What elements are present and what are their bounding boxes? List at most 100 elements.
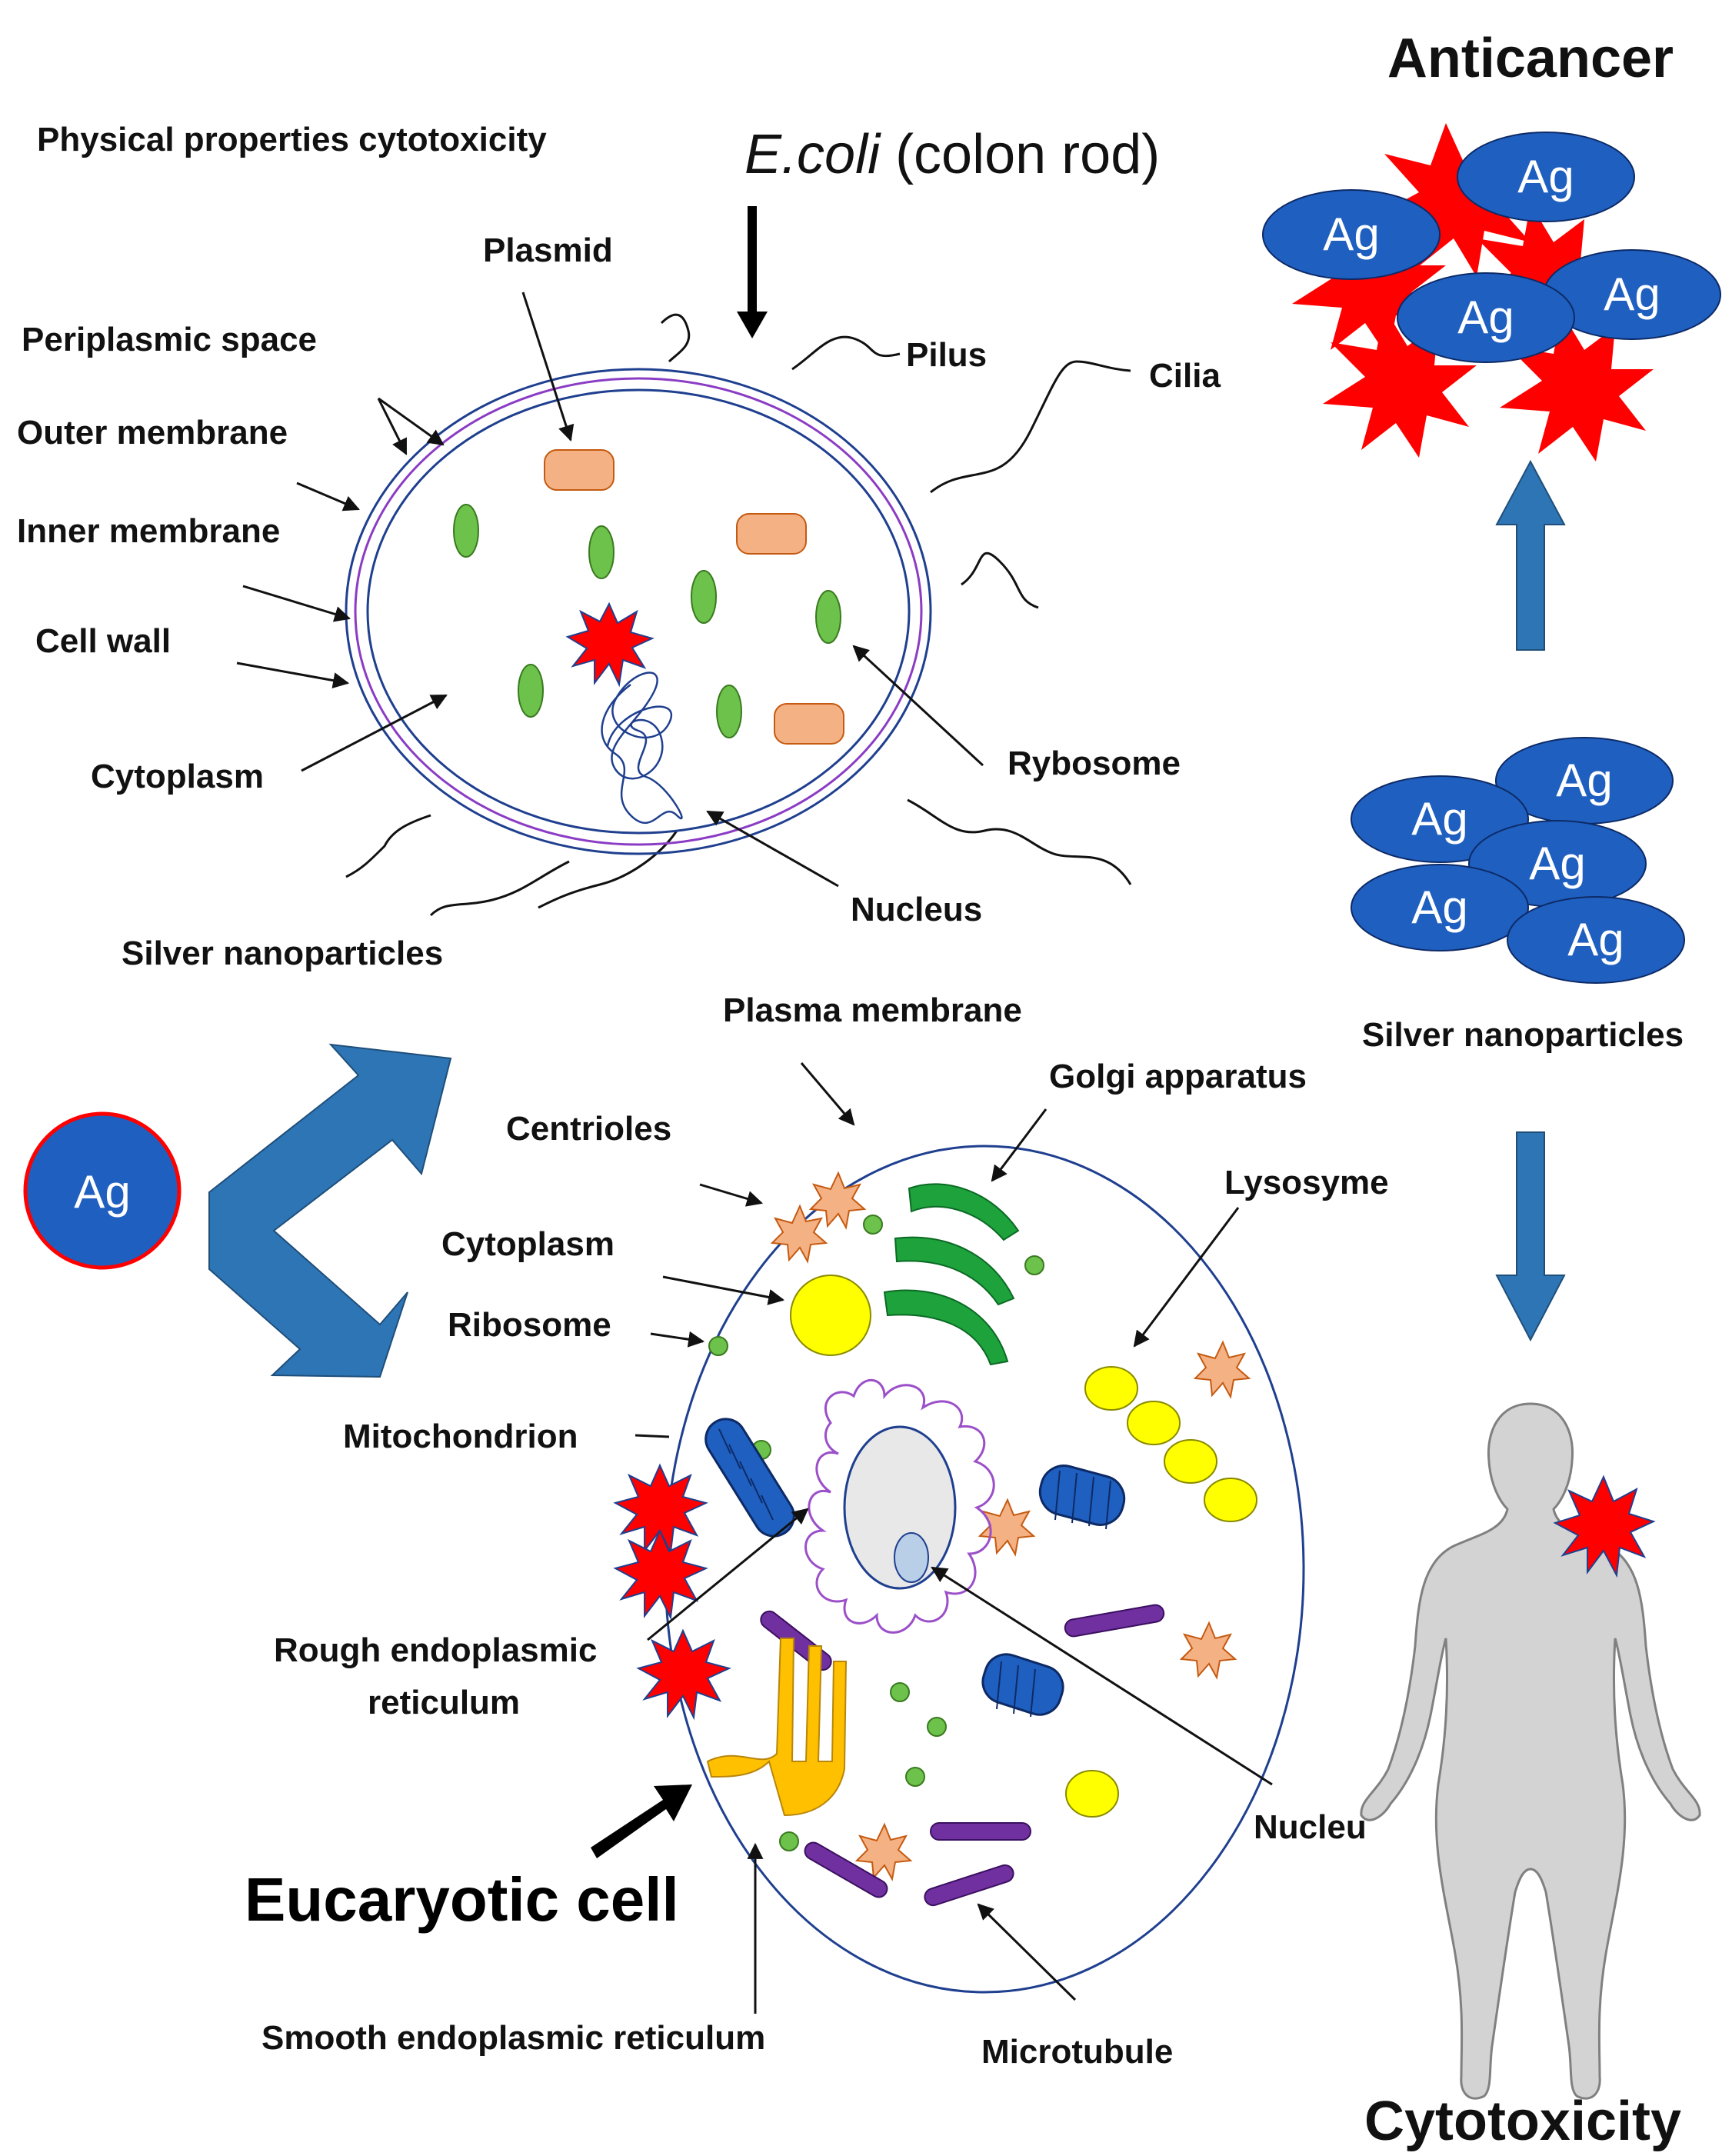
label-golgi: Golgi apparatus	[1049, 1058, 1307, 1095]
label-outer-membrane: Outer membrane	[17, 414, 288, 452]
bacterial-ribosome	[518, 664, 544, 718]
label-cytoplasm-euk: Cytoplasm	[441, 1225, 615, 1263]
np-ag-ellipse	[1507, 896, 1685, 984]
bacterial-ribosome	[691, 570, 717, 624]
label-silver-nanoparticles-left: Silver nanoparticles	[122, 935, 443, 972]
np-ag-ellipse	[1351, 864, 1529, 951]
silver-burst	[565, 601, 654, 688]
bacterial-nucleoid	[601, 671, 683, 825]
label-centrioles: Centrioles	[506, 1110, 671, 1148]
cilia-strand-4	[907, 798, 1132, 885]
silver-nanoparticle-group: Ag Ag Ag Ag Ag	[1351, 737, 1685, 984]
inner-membrane-leader	[242, 585, 351, 622]
smooth-er	[706, 1638, 848, 1817]
branch-arrow	[208, 1043, 452, 1378]
silver-burst	[636, 1628, 731, 1721]
label-periplasmic-space: Periplasmic space	[22, 321, 317, 358]
pilus-strand	[791, 335, 901, 371]
label-pilus: Pilus	[906, 336, 987, 374]
label-ribosome-euk: Ribosome	[448, 1306, 611, 1344]
golgi-leader	[991, 1108, 1048, 1182]
np-ag-label: Ag	[1567, 914, 1624, 965]
peroxisome-star	[1179, 1621, 1237, 1680]
rough-er-leader	[647, 1508, 809, 1641]
label-rough-er-2: reticulum	[368, 1684, 520, 1721]
bacterial-ribosome	[815, 590, 841, 644]
label-microtubule: Microtubule	[981, 2033, 1173, 2071]
microtubule-leader	[977, 1903, 1077, 2001]
cluster-burst	[1323, 308, 1477, 458]
silver-burst	[1553, 1475, 1656, 1578]
cluster-ag-label: Ag	[1323, 208, 1379, 260]
bacterium-leaders	[236, 292, 984, 888]
label-smooth-er: Smooth endoplasmic reticulum	[261, 2019, 765, 2057]
mitochondrion-leader	[635, 1434, 670, 1438]
label-anticancer: Anticancer	[1387, 28, 1674, 89]
label-cilia: Cilia	[1149, 357, 1221, 395]
cluster-ag-label: Ag	[1457, 292, 1514, 343]
cilia-strand-3	[660, 313, 691, 363]
eukaryotic-ribosome	[905, 1767, 925, 1787]
lysosome	[1065, 1770, 1119, 1818]
eucaryotic-pointer-arrow	[591, 1784, 692, 1858]
np-ag-label: Ag	[1556, 755, 1612, 806]
centrioles-leader	[699, 1183, 764, 1207]
golgi-stack	[883, 1289, 1009, 1366]
silver-burst	[613, 1528, 708, 1621]
golgi-stack	[894, 1236, 1015, 1306]
label-cytoplasm-bacterium: Cytoplasm	[91, 758, 264, 795]
outer-membrane-leader	[296, 482, 360, 512]
label-cell-wall: Cell wall	[35, 622, 171, 660]
label-plasmid: Plasmid	[483, 232, 613, 269]
cytoplasm-euk-leader	[662, 1275, 785, 1305]
peroxisome-star	[854, 1822, 913, 1881]
eukaryotic-ribosome	[1024, 1255, 1044, 1275]
plasmid-shape	[774, 703, 844, 745]
lysosome	[1084, 1366, 1138, 1411]
mitochondrion-shape	[981, 1653, 1064, 1718]
plasma-membrane-leader	[800, 1062, 855, 1126]
eukaryotic-ribosome	[863, 1215, 883, 1235]
cluster-burst	[1500, 312, 1654, 462]
centriole-star	[808, 1171, 867, 1230]
mitochondrion-shape	[704, 1418, 795, 1538]
label-lysosyme: Lysosyme	[1224, 1164, 1389, 1201]
eukaryotic-ribosome	[779, 1831, 799, 1851]
label-rough-er-1: Rough endoplasmic	[274, 1631, 597, 1669]
label-ecoli-italic: E.coli	[744, 124, 881, 185]
ribosome-euk-leader	[650, 1331, 705, 1348]
eukaryotic-ribosome	[708, 1336, 728, 1356]
ecoli-pointer-arrowhead	[737, 312, 768, 338]
label-eucaryotic-cell: Eucaryotic cell	[245, 1865, 679, 1934]
label-physical-properties: Physical properties cytotoxicity	[37, 121, 547, 158]
ag-circle-label: Ag	[74, 1166, 130, 1218]
cluster-ag-ellipse	[1457, 132, 1635, 222]
cell-wall-outer	[345, 368, 932, 855]
label-inner-membrane: Inner membrane	[17, 512, 280, 550]
label-cytotoxicity: Cytotoxicity	[1364, 2091, 1681, 2152]
bacterial-ribosome	[453, 504, 479, 558]
human-body	[1360, 1402, 1701, 2100]
ag-circle	[23, 1111, 182, 1270]
label-silver-nanoparticles-right: Silver nanoparticles	[1362, 1016, 1684, 1054]
cell-wall-leader	[236, 661, 350, 688]
cluster-burst	[1469, 204, 1623, 354]
centriole-star	[770, 1204, 828, 1264]
mitochondrion-shape	[1038, 1465, 1126, 1530]
lysosome	[1164, 1439, 1217, 1484]
anticancer-cluster: Ag Ag Ag Ag	[1262, 123, 1721, 462]
eukaryote-leaders	[635, 1062, 1273, 2014]
ag-source: Ag	[23, 1111, 182, 1270]
bacterial-ribosome	[716, 685, 742, 738]
np-ag-label: Ag	[1529, 838, 1585, 889]
cluster-ag-label: Ag	[1604, 268, 1660, 320]
eukaryotic-cell	[591, 1145, 1305, 1994]
nucleolus	[894, 1532, 929, 1583]
peroxisome-star	[1193, 1340, 1251, 1399]
cilia-strand-5	[429, 860, 570, 917]
plasmid-shape	[544, 449, 615, 491]
nucleus-leader	[706, 810, 839, 888]
microtubule-rod	[804, 1841, 888, 1898]
lysosyme-leader	[1133, 1207, 1240, 1348]
